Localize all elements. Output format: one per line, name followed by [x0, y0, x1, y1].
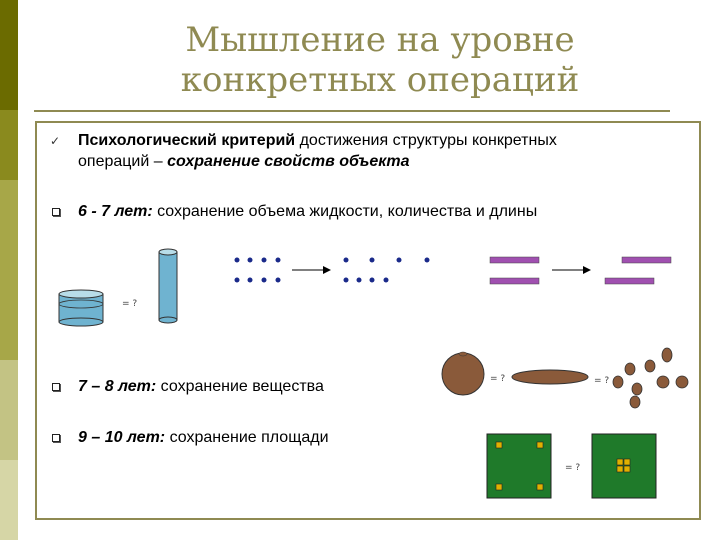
bullet-4-line: 9 – 10 лет: сохранение площади	[78, 428, 329, 448]
field-grouped-icon	[591, 433, 657, 499]
title-line-1: Мышление на уровне	[185, 20, 575, 60]
clay-sausage-icon	[511, 369, 589, 385]
title-line-2: конкретных операций	[180, 60, 580, 100]
bullet-2-text: сохранение объема жидкости, количества и…	[152, 203, 538, 220]
question-mark-clay-2: = ?	[594, 376, 609, 386]
age-7-8: 7 – 8 лет:	[78, 378, 157, 395]
bullet-3-text: сохранение вещества	[156, 378, 324, 395]
field-spread-icon	[486, 433, 552, 499]
sidebar-segment-2	[0, 110, 18, 180]
operations-text: операций –	[78, 153, 168, 170]
conservation-text: сохранение свойств объекта	[167, 153, 410, 170]
question-mark-clay-1: = ?	[490, 374, 505, 384]
sidebar-segment-4	[0, 360, 18, 460]
bullet-3-line: 7 – 8 лет: сохранение вещества	[78, 377, 324, 397]
square-bullet-icon	[52, 208, 60, 216]
dots-row-before	[234, 257, 281, 283]
square-bullet-icon	[52, 434, 60, 442]
content-frame	[35, 121, 701, 520]
tall-tube-icon	[158, 248, 178, 324]
title-divider	[34, 110, 670, 112]
question-mark-area: = ?	[565, 463, 580, 473]
age-9-10: 9 – 10 лет:	[78, 429, 166, 446]
sidebar-segment-1	[0, 0, 18, 110]
criterion-text: достижения структуры конкретных	[295, 132, 557, 149]
question-mark-liquid: = ?	[122, 299, 137, 309]
clay-ball-icon	[441, 351, 485, 396]
clay-pieces-icon	[612, 347, 689, 409]
check-bullet-icon: ✓	[50, 134, 61, 148]
page-title: Мышление на уровне конкретных операций	[120, 20, 640, 100]
sidebar-segment-5	[0, 460, 18, 540]
sticks-before	[489, 256, 540, 285]
bullet-4-text: сохранение площади	[165, 429, 329, 446]
bullet-1-line-1: Психологический критерий достижения стру…	[78, 131, 557, 151]
bullet-1-line-2: операций – сохранение свойств объекта	[78, 152, 410, 172]
sidebar-segment-3	[0, 180, 18, 360]
age-6-7: 6 - 7 лет:	[78, 203, 153, 220]
wide-beaker-icon	[58, 289, 104, 327]
criterion-label: Психологический критерий	[78, 132, 296, 149]
square-bullet-icon	[52, 383, 60, 391]
dots-row-after	[343, 257, 430, 283]
bullet-2-line: 6 - 7 лет: сохранение объема жидкости, к…	[78, 202, 537, 222]
sticks-after	[604, 256, 672, 285]
